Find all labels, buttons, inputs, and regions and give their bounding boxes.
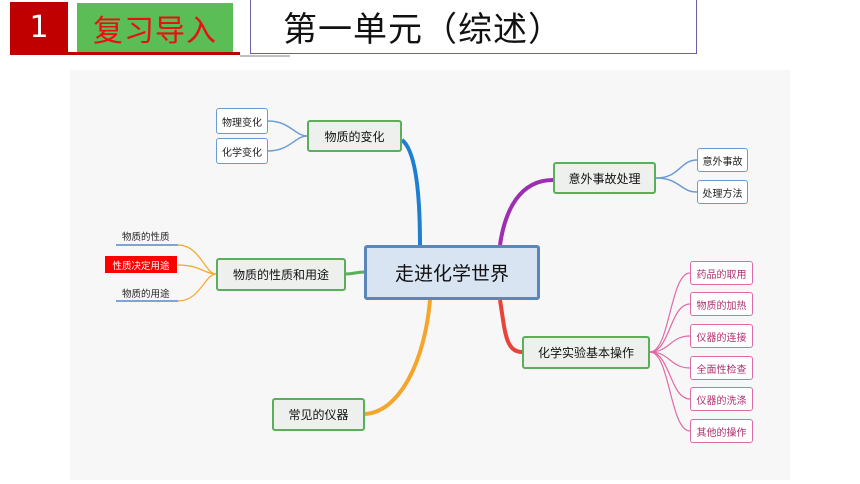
connector-change-physical — [267, 120, 308, 137]
connector-center-change — [400, 138, 422, 246]
connector-center-instrument — [364, 299, 432, 416]
leaf-accident[interactable]: 意外事故 — [697, 148, 748, 172]
connector-exp-1 — [649, 272, 691, 353]
title-frame — [250, 0, 697, 54]
connector-center-property — [344, 270, 366, 276]
connector-property-2 — [177, 264, 217, 275]
branch-common-instruments[interactable]: 常见的仪器 — [272, 398, 365, 431]
connector-exp-5 — [649, 351, 691, 400]
leaf-material-property[interactable]: 物质的性质 — [122, 232, 170, 243]
branch-accident-handling[interactable]: 意外事故处理 — [553, 162, 656, 194]
leaf-full-check[interactable]: 全面性检查 — [690, 356, 753, 380]
header-accent-line — [240, 55, 290, 57]
section-number: 1 — [10, 2, 68, 52]
connector-property-1 — [177, 244, 217, 275]
center-topic[interactable]: 走进化学世界 — [364, 245, 540, 300]
branch-lab-operations[interactable]: 化学实验基本操作 — [522, 336, 650, 369]
connector-property-3 — [177, 273, 217, 302]
section-tag: 复习导入 — [77, 3, 233, 53]
connector-exp-6 — [649, 351, 691, 432]
leaf-instrument-connection[interactable]: 仪器的连接 — [690, 324, 753, 348]
leaf-material-use[interactable]: 物质的用途 — [122, 289, 170, 300]
leaf-other-operations[interactable]: 其他的操作 — [690, 419, 753, 443]
leaf-handling-method[interactable]: 处理方法 — [697, 180, 748, 204]
connector-accident-2 — [655, 177, 698, 193]
connector-center-experiment — [498, 299, 523, 354]
page-title: 第一单元（综述） — [283, 10, 563, 50]
connector-change-chemical — [267, 135, 308, 152]
leaf-physical-change[interactable]: 物理变化 — [216, 108, 268, 134]
header-underline — [10, 52, 240, 55]
leaf-property-determines-use[interactable]: 性质决定用途 — [105, 256, 177, 273]
connector-exp-3 — [649, 335, 691, 353]
connector-exp-2 — [649, 303, 691, 353]
leaf-instrument-washing[interactable]: 仪器的洗涤 — [690, 387, 753, 411]
leaf-chemical-change[interactable]: 化学变化 — [216, 138, 268, 164]
leaf-heating[interactable]: 物质的加热 — [690, 292, 753, 316]
branch-material-change[interactable]: 物质的变化 — [307, 120, 402, 152]
connector-accident-1 — [655, 159, 698, 179]
connector-center-accident — [498, 178, 554, 246]
branch-property-use[interactable]: 物质的性质和用途 — [216, 258, 346, 291]
leaf-reagent-taking[interactable]: 药品的取用 — [690, 261, 753, 285]
